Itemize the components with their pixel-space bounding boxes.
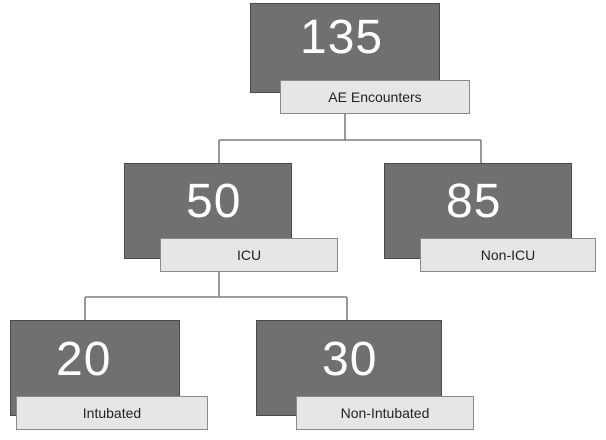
node-ae-encounters	[250, 3, 440, 93]
node-non-icu-label-text: Non-ICU	[480, 247, 536, 263]
node-non-intubated-value: 30	[322, 333, 378, 386]
node-icu-label: ICU	[160, 238, 338, 272]
node-icu-label-text: ICU	[236, 247, 262, 263]
node-ae-encounters-value: 135	[300, 11, 384, 64]
node-non-intubated-label: Non-Intubated	[296, 396, 474, 430]
node-non-icu-label: Non-ICU	[420, 238, 596, 272]
node-ae-encounters-label-text: AE Encounters	[328, 89, 422, 105]
node-non-icu-value: 85	[446, 175, 502, 228]
node-non-intubated-label-text: Non-Intubated	[340, 405, 430, 421]
node-intubated-value: 20	[56, 333, 112, 386]
node-icu-value: 50	[186, 175, 242, 228]
node-ae-encounters-label: AE Encounters	[280, 80, 470, 114]
node-intubated-label-text: Intubated	[82, 405, 142, 421]
node-intubated-label: Intubated	[16, 396, 208, 430]
